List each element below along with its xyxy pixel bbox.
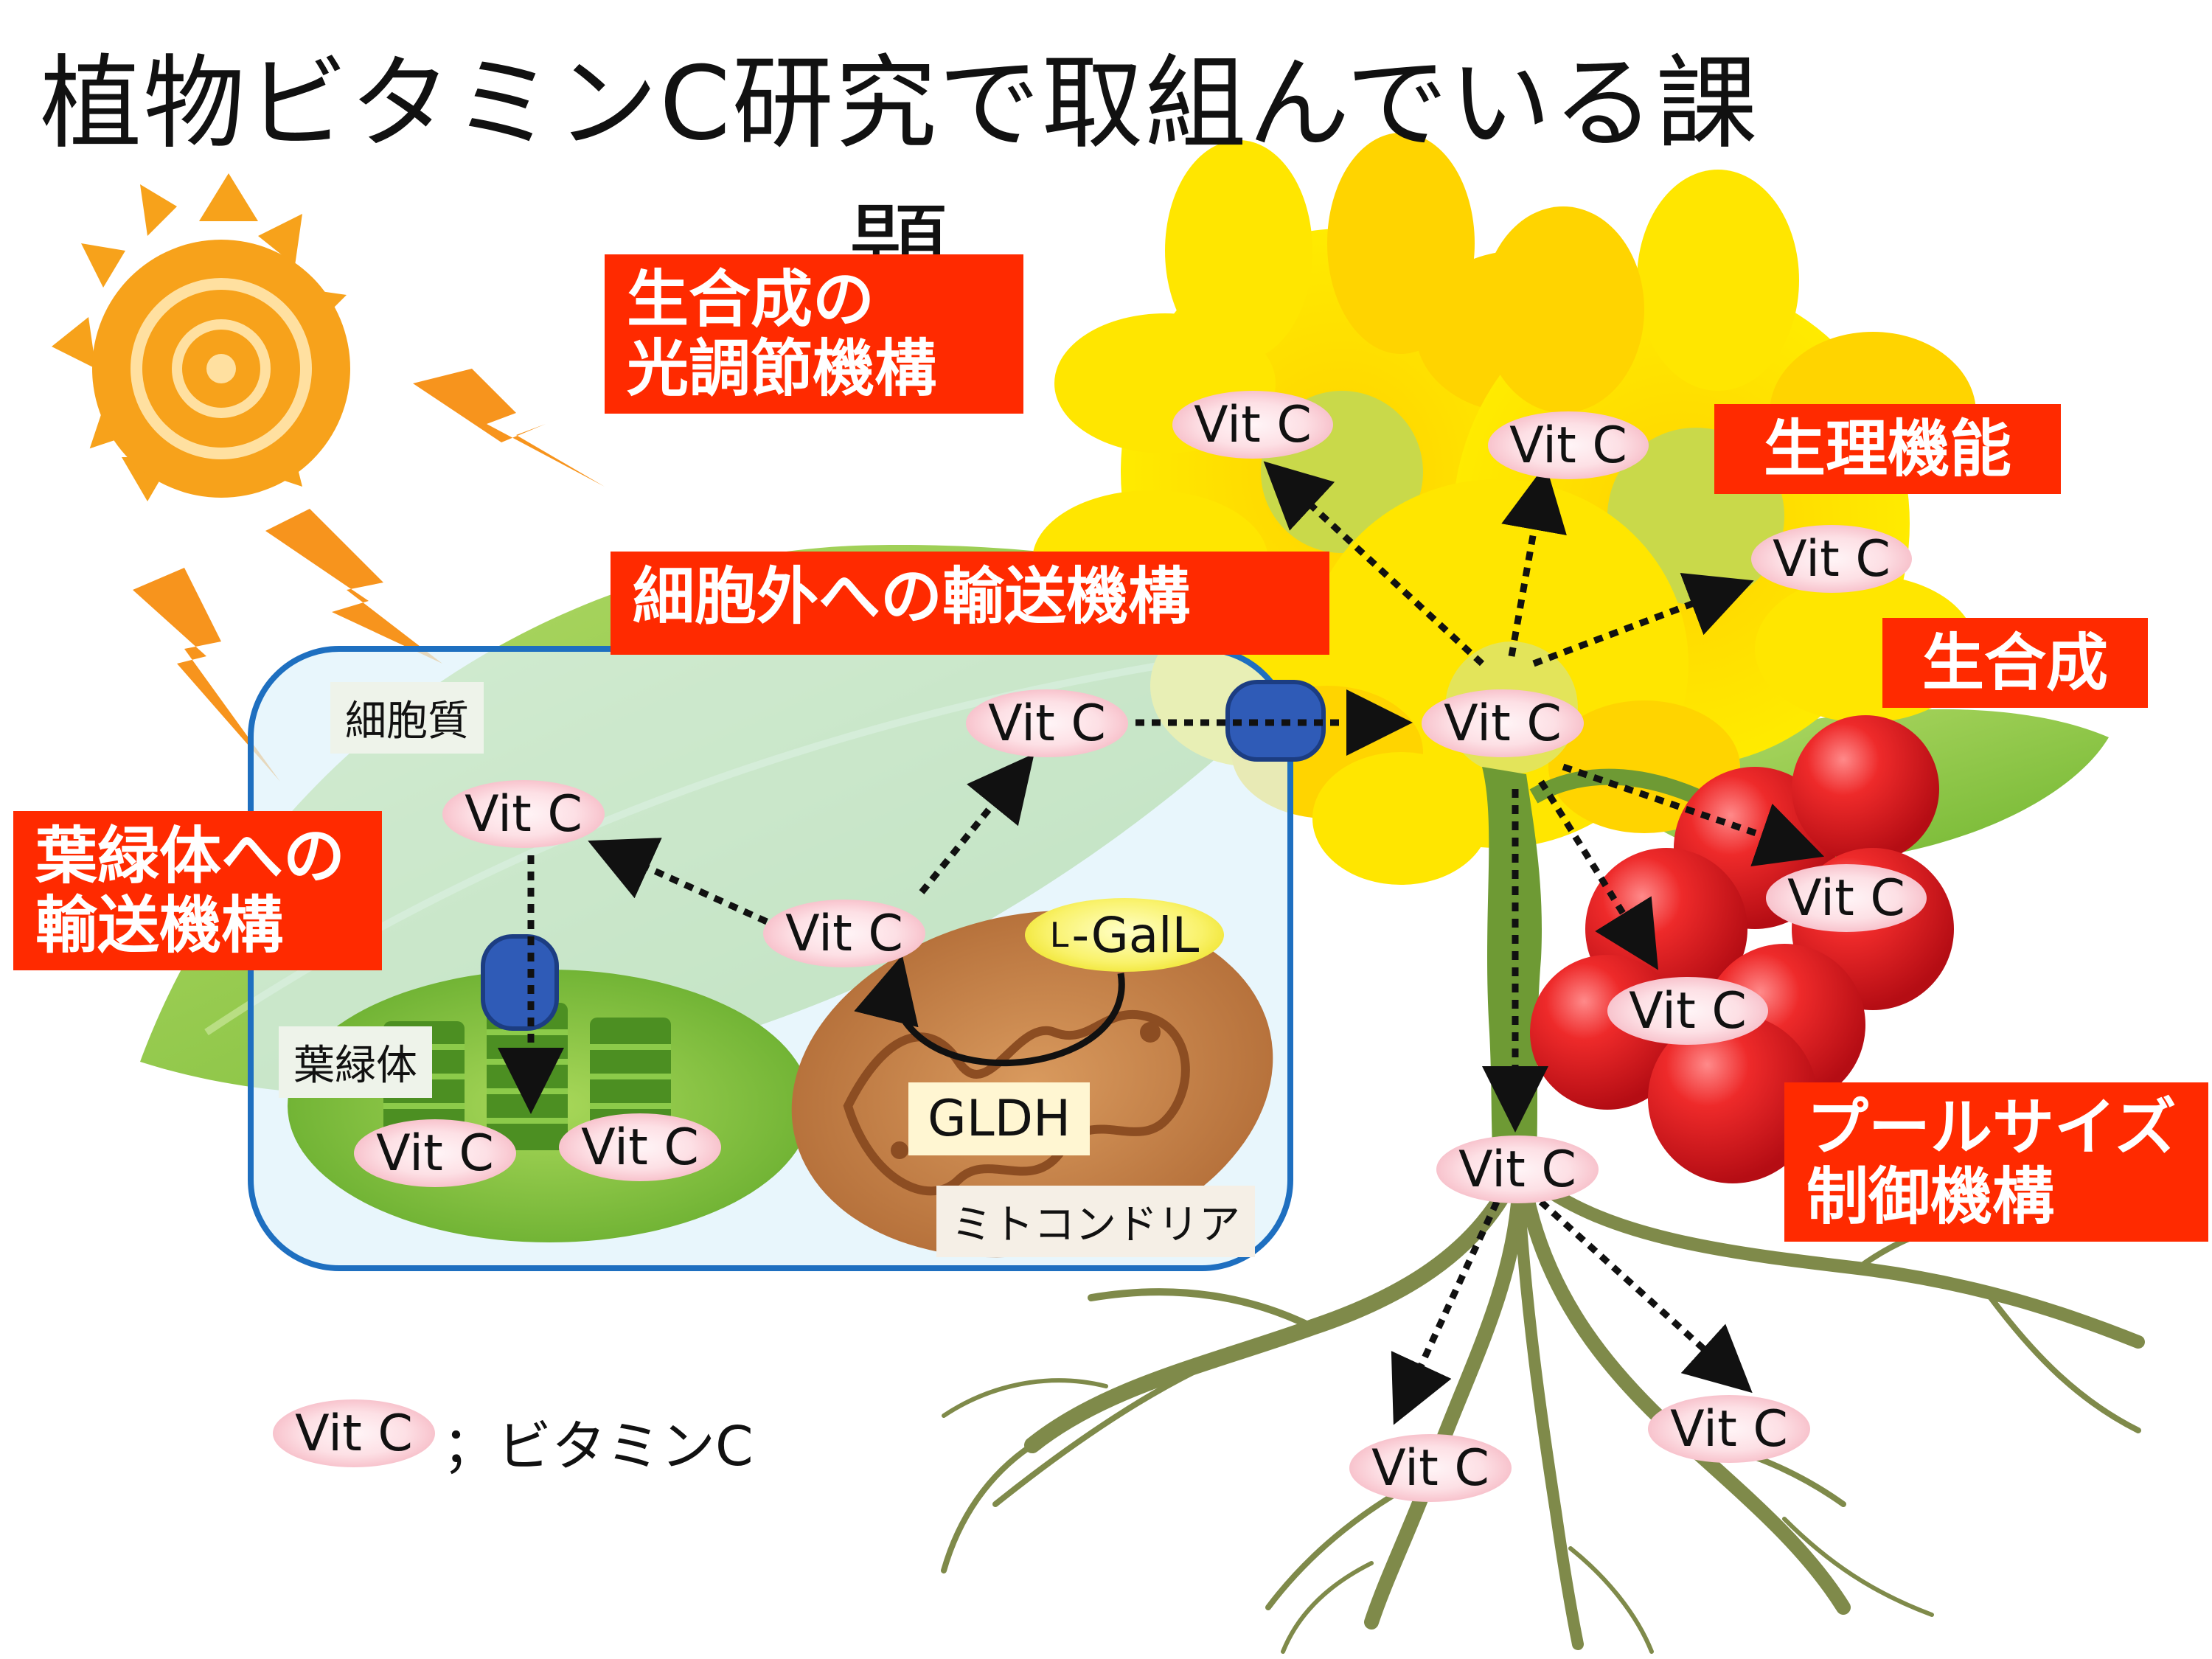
label-physiology: 生理機能 bbox=[1714, 404, 2061, 495]
vitc-flower-2: Vit C bbox=[1488, 411, 1649, 479]
flower-icon bbox=[1032, 133, 1976, 885]
l-prefix: L bbox=[1049, 915, 1069, 955]
transporter-icon bbox=[1225, 680, 1326, 762]
sun-icon bbox=[52, 173, 350, 501]
label-photoregulation: 生合成の 光調節機構 bbox=[605, 254, 1023, 414]
vitc-cytoplasm: Vit C bbox=[442, 780, 605, 848]
page-title: 植物ビタミンC研究で取組んでいる課題 bbox=[40, 44, 1759, 310]
vitc-berry-1: Vit C bbox=[1766, 864, 1927, 932]
label-biosynthesis: 生合成 bbox=[1882, 618, 2148, 709]
galactonolactone-molecule: L-GalL bbox=[1025, 898, 1224, 972]
label-gldh: GLDH bbox=[908, 1082, 1091, 1155]
vitc-stem: Vit C bbox=[1436, 1135, 1599, 1203]
label-line: 葉緑体への bbox=[35, 820, 346, 892]
legend-text: ；ビタミンC bbox=[442, 1415, 754, 1478]
gall-text: -GalL bbox=[1071, 906, 1200, 964]
vitc-berry-2: Vit C bbox=[1607, 977, 1768, 1045]
vitc-root-2: Vit C bbox=[1648, 1395, 1810, 1463]
label-chloroplast: 葉緑体 bbox=[279, 1026, 432, 1098]
label-extracellular-transport: 細胞外への輸送機構 bbox=[611, 552, 1329, 655]
vitc-cytoplasm-export: Vit C bbox=[966, 689, 1128, 757]
label-line: 制御機構 bbox=[1806, 1161, 2055, 1234]
label-line: 光調節機構 bbox=[627, 333, 937, 406]
vitc-root-1: Vit C bbox=[1349, 1434, 1512, 1502]
legend-vitc-symbol: Vit C bbox=[273, 1399, 435, 1467]
transporter-icon bbox=[481, 934, 559, 1031]
label-line: 輸送機構 bbox=[35, 889, 284, 962]
label-poolsize-control: プールサイズ 制御機構 bbox=[1784, 1082, 2208, 1242]
label-line: プールサイズ bbox=[1806, 1091, 2177, 1164]
label-mitochondria: ミトコンドリア bbox=[936, 1186, 1255, 1257]
label-cytoplasm: 細胞質 bbox=[330, 682, 484, 754]
vitc-hub: Vit C bbox=[1422, 689, 1584, 757]
label-line: 生合成の bbox=[627, 263, 875, 335]
vitc-flower-3: Vit C bbox=[1751, 525, 1912, 593]
stem bbox=[1482, 767, 1542, 1194]
vitc-flower-1: Vit C bbox=[1172, 391, 1333, 459]
gldh-reaction-arrow bbox=[854, 955, 1125, 1067]
vitc-flow-arrows bbox=[498, 461, 1825, 1425]
vitc-chloroplast-1: Vit C bbox=[354, 1119, 516, 1187]
vitc-mitochondria-product: Vit C bbox=[763, 900, 925, 967]
label-chloroplast-transport: 葉緑体への 輸送機構 bbox=[13, 811, 382, 971]
vitc-chloroplast-2: Vit C bbox=[559, 1113, 721, 1181]
lightning-icon bbox=[133, 369, 605, 782]
